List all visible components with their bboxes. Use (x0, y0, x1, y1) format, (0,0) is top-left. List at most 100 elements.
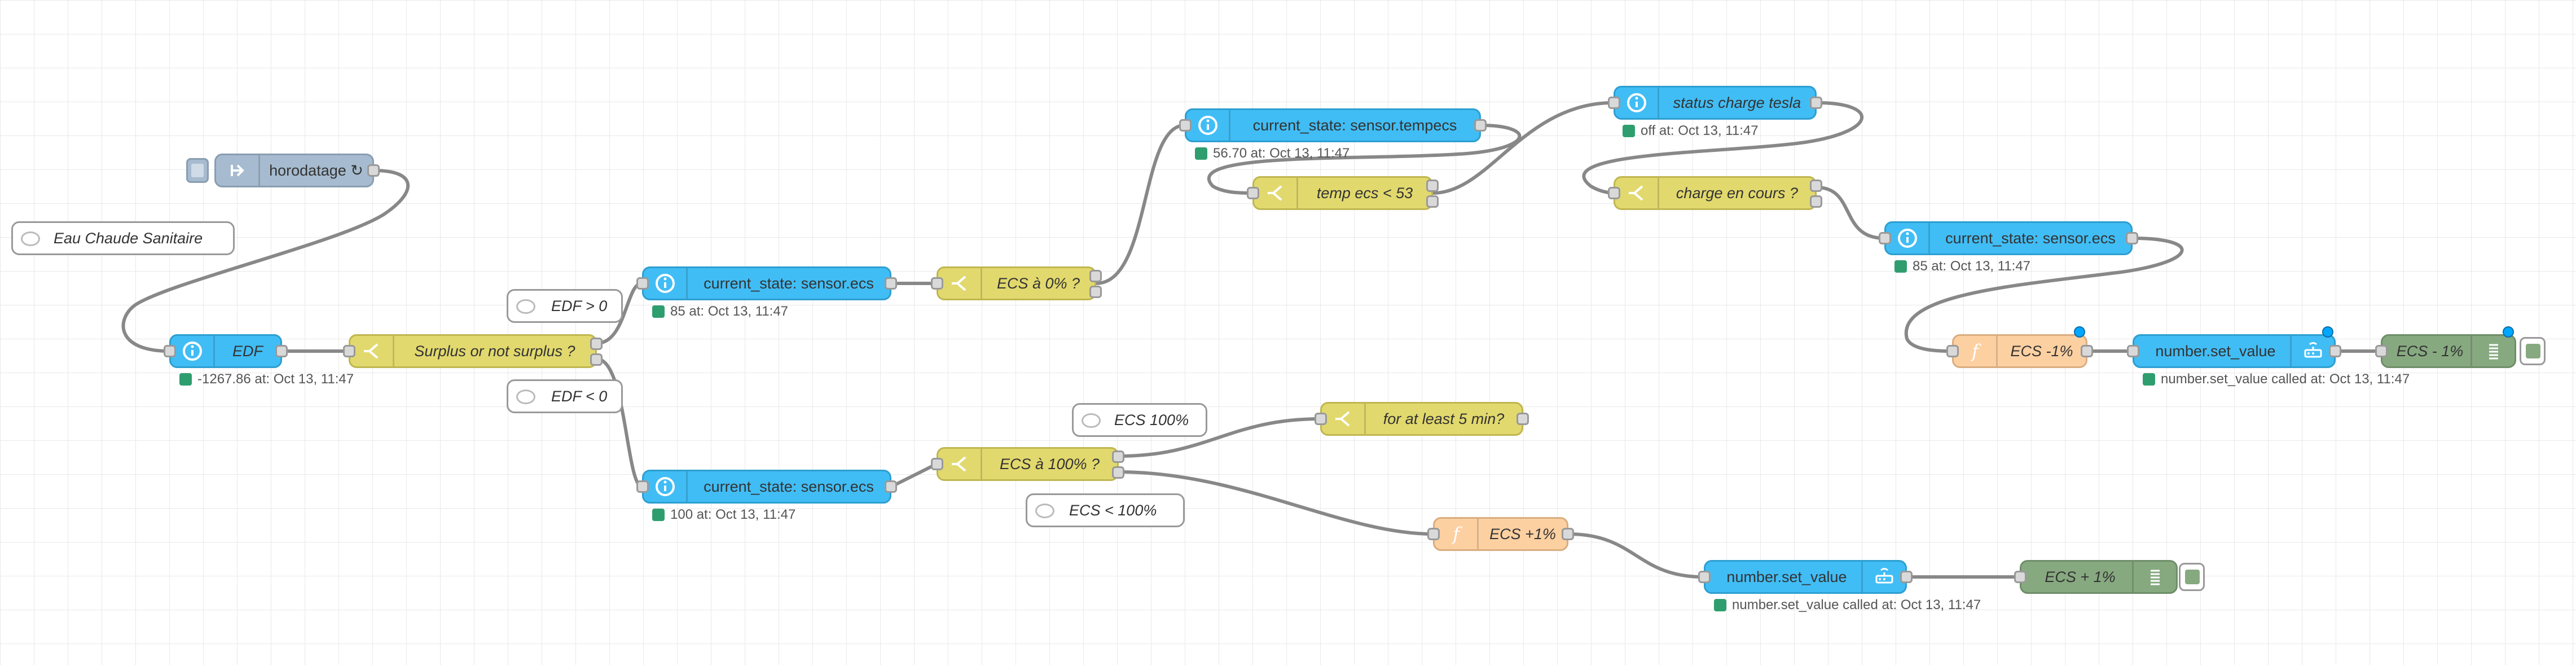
output-port-1[interactable] (590, 338, 603, 350)
node-status: number.set_value called at: Oct 13, 11:4… (2143, 371, 2410, 387)
switch-node-ecs-100[interactable]: ECS à 100% ? (931, 447, 1124, 481)
wire (890, 462, 938, 488)
switch-icon (350, 336, 394, 366)
output-port-2[interactable] (1089, 286, 1102, 298)
list-icon (2471, 336, 2515, 366)
output-port[interactable] (2081, 345, 2093, 357)
input-port[interactable] (931, 458, 943, 470)
ha-node-ecs-state-right[interactable]: current_state: sensor.ecs (1879, 221, 2138, 255)
output-port[interactable] (367, 164, 380, 177)
comment-edf-gt-0[interactable]: EDF > 0 (507, 289, 623, 323)
wire (1568, 532, 1704, 579)
ha-node-ecs-state-bottom[interactable]: current_state: sensor.ecs (636, 470, 897, 504)
debug-node-ecs-plus[interactable]: ECS + 1% (2014, 560, 2178, 594)
output-port[interactable] (1474, 119, 1487, 132)
ha-node-set-value-top[interactable]: number.set_value (2127, 334, 2341, 368)
wire (121, 169, 410, 353)
output-port-1[interactable] (1810, 180, 1822, 192)
output-port[interactable] (1900, 571, 1913, 583)
inject-button[interactable] (186, 158, 209, 183)
function-node-ecs-minus[interactable]: f ECS -1% (1946, 334, 2093, 368)
wire (1816, 186, 1885, 240)
list-icon (2132, 562, 2176, 592)
input-port[interactable] (636, 480, 649, 493)
status-text: off at: Oct 13, 11:47 (1641, 123, 1759, 138)
debug-toggle-button[interactable] (2520, 337, 2546, 365)
function-node-ecs-plus[interactable]: f ECS +1% (1427, 517, 1574, 551)
output-port-2[interactable] (1112, 466, 1124, 479)
output-port-2[interactable] (590, 353, 603, 366)
input-port[interactable] (164, 345, 176, 357)
ha-node-edf[interactable]: EDF (164, 334, 288, 368)
ha-node-set-value-bottom[interactable]: number.set_value (1698, 560, 1913, 594)
node-status: -1267.86 at: Oct 13, 11:47 (179, 371, 354, 387)
debug-node-ecs-minus[interactable]: ECS - 1% (2375, 334, 2516, 368)
comment-edf-lt-0[interactable]: EDF < 0 (507, 379, 623, 413)
input-port[interactable] (1698, 571, 1711, 583)
function-icon: f (1954, 336, 1998, 366)
output-port[interactable] (1810, 97, 1822, 109)
inject-node-horodatage[interactable]: horodatage ↻ (214, 154, 380, 187)
input-port[interactable] (2127, 345, 2139, 357)
status-text: -1267.86 at: Oct 13, 11:47 (197, 371, 354, 387)
status-dot (652, 305, 665, 318)
ha-node-ecs-state-top[interactable]: current_state: sensor.ecs (636, 266, 897, 300)
input-port[interactable] (1427, 528, 1440, 540)
output-port-2[interactable] (1426, 195, 1439, 208)
output-port[interactable] (2329, 345, 2341, 357)
info-icon (644, 268, 688, 299)
comment-icon (1082, 413, 1101, 428)
input-port[interactable] (1247, 187, 1259, 199)
input-port[interactable] (1879, 232, 1891, 244)
comment-icon (516, 299, 535, 314)
output-port[interactable] (885, 480, 897, 493)
switch-icon (1322, 404, 1366, 434)
node-label: ECS à 100% ? (999, 455, 1100, 473)
node-label: temp ecs < 53 (1316, 184, 1413, 202)
status-text: number.set_value called at: Oct 13, 11:4… (1732, 597, 1981, 613)
output-port[interactable] (1516, 413, 1529, 425)
node-status: 56.70 at: Oct 13, 11:47 (1195, 146, 1349, 161)
input-port[interactable] (1315, 413, 1327, 425)
input-port[interactable] (931, 277, 943, 290)
input-port[interactable] (1608, 97, 1620, 109)
node-label: ECS +1% (1489, 525, 1556, 542)
output-port-1[interactable] (1426, 180, 1439, 192)
output-port-1[interactable] (1112, 450, 1124, 463)
input-port[interactable] (1179, 119, 1192, 132)
input-port[interactable] (343, 345, 355, 357)
ha-node-tempecs[interactable]: current_state: sensor.tempecs (1179, 108, 1487, 142)
changed-marker (2322, 326, 2333, 338)
switch-node-five-min[interactable]: for at least 5 min? (1315, 402, 1529, 436)
node-label: ECS -1% (2010, 342, 2073, 360)
status-dot (652, 509, 665, 521)
comment-icon (1035, 504, 1054, 518)
comment-ecs-100[interactable]: ECS 100% (1072, 403, 1207, 437)
input-port[interactable] (1608, 187, 1620, 199)
changed-marker (2503, 326, 2514, 338)
output-port[interactable] (1562, 528, 1574, 540)
input-port[interactable] (636, 277, 649, 290)
switch-node-surplus[interactable]: Surplus or not surplus ? (343, 334, 603, 368)
remote-icon (2290, 336, 2334, 366)
input-port[interactable] (2014, 571, 2026, 583)
output-port[interactable] (2126, 232, 2138, 244)
output-port[interactable] (275, 345, 288, 357)
comment-eau-chaude-sanitaire[interactable]: Eau Chaude Sanitaire (11, 221, 235, 255)
input-port[interactable] (2375, 345, 2388, 357)
switch-node-temp-lt-53[interactable]: temp ecs < 53 (1247, 176, 1439, 210)
output-port-1[interactable] (1089, 270, 1102, 282)
comment-ecs-lt-100[interactable]: ECS < 100% (1026, 493, 1185, 527)
output-port-2[interactable] (1810, 195, 1822, 208)
input-port[interactable] (1946, 345, 1959, 357)
info-icon (1886, 223, 1930, 253)
ha-node-tesla[interactable]: status charge tesla (1608, 86, 1822, 120)
switch-icon (1615, 178, 1659, 208)
output-port[interactable] (885, 277, 897, 290)
switch-icon (938, 268, 982, 299)
comment-label: Eau Chaude Sanitaire (54, 229, 203, 247)
status-dot (1894, 260, 1907, 273)
debug-toggle-button[interactable] (2179, 563, 2205, 591)
switch-node-ecs-0[interactable]: ECS à 0% ? (931, 266, 1102, 300)
switch-node-charge[interactable]: charge en cours ? (1608, 176, 1822, 210)
